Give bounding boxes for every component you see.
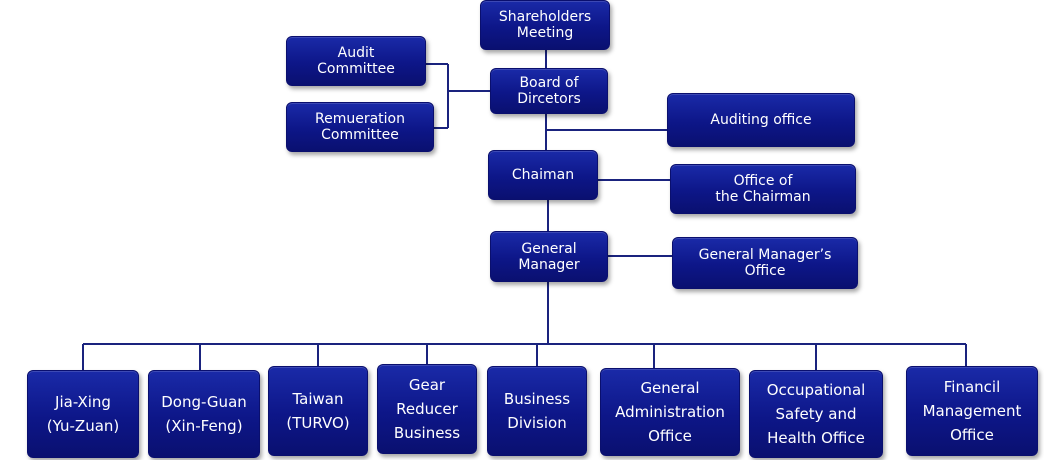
auditing-office-label: Auditing office <box>710 112 812 128</box>
dong-guan-line2: (Xin-Feng) <box>165 417 243 435</box>
business-division-line1: Business <box>503 390 571 408</box>
taiwan-box: Taiwan (TURVO) <box>268 366 368 456</box>
board-of-directors-box: Board of Dircetors <box>490 68 608 114</box>
board-of-directors-line1: Board of <box>519 75 579 91</box>
auditing-office-box: Auditing office <box>667 93 855 147</box>
financial-management-line2: Management <box>922 402 1022 420</box>
chairman-box: Chaiman <box>488 150 598 200</box>
office-of-chairman-box: Office of the Chairman <box>670 164 856 214</box>
occupational-safety-health-office-box: Occupational Safety and Health Office <box>749 370 883 458</box>
occupational-safety-line2: Safety and <box>775 405 857 423</box>
remuneration-committee-line1: Remueration <box>315 111 405 127</box>
general-managers-office-box: General Manager’s Office <box>672 237 858 289</box>
jia-xing-line2: (Yu-Zuan) <box>46 417 120 435</box>
business-division-box: Business Division <box>487 366 587 456</box>
shareholders-meeting-line1: Shareholders <box>498 9 592 25</box>
general-administration-office-box: General Administration Office <box>600 368 740 456</box>
general-manager-line2: Manager <box>518 256 580 273</box>
audit-committee-line1: Audit <box>337 45 375 61</box>
chairman-label: Chaiman <box>511 167 575 183</box>
general-manager-line1: General <box>521 240 577 257</box>
gear-reducer-line3: Business <box>393 424 461 442</box>
general-managers-office-line1: General Manager’s <box>698 247 832 263</box>
shareholders-meeting-line2: Meeting <box>516 25 574 41</box>
general-administration-line3: Office <box>648 427 692 445</box>
office-of-chairman-line1: Office of <box>733 173 793 189</box>
jia-xing-line1: Jia-Xing <box>55 393 111 411</box>
gear-reducer-business-box: Gear Reducer Business <box>377 364 477 454</box>
general-administration-line1: General <box>640 379 700 397</box>
financial-management-office-box: Financil Management Office <box>906 366 1038 456</box>
financial-management-line1: Financil <box>943 378 1001 396</box>
gear-reducer-line2: Reducer <box>396 400 458 418</box>
general-administration-line2: Administration <box>615 403 725 421</box>
general-manager-box: General Manager <box>490 231 608 282</box>
business-division-line2: Division <box>507 414 567 432</box>
office-of-chairman-line2: the Chairman <box>715 189 811 205</box>
jia-xing-box: Jia-Xing (Yu-Zuan) <box>27 370 139 458</box>
financial-management-line3: Office <box>950 426 994 444</box>
shareholders-meeting-box: Shareholders Meeting <box>480 0 610 50</box>
dong-guan-line1: Dong-Guan <box>161 393 247 411</box>
remuneration-committee-box: Remueration Committee <box>286 102 434 152</box>
occupational-safety-line1: Occupational <box>766 381 866 399</box>
remuneration-committee-line2: Committee <box>321 127 399 143</box>
taiwan-line1: Taiwan <box>292 390 344 408</box>
audit-committee-line2: Committee <box>317 61 395 77</box>
general-managers-office-line2: Office <box>744 263 786 279</box>
board-of-directors-line2: Dircetors <box>517 91 581 107</box>
dong-guan-box: Dong-Guan (Xin-Feng) <box>148 370 260 458</box>
gear-reducer-line1: Gear <box>408 376 446 394</box>
audit-committee-box: Audit Committee <box>286 36 426 86</box>
occupational-safety-line3: Health Office <box>767 429 865 447</box>
taiwan-line2: (TURVO) <box>286 414 350 432</box>
